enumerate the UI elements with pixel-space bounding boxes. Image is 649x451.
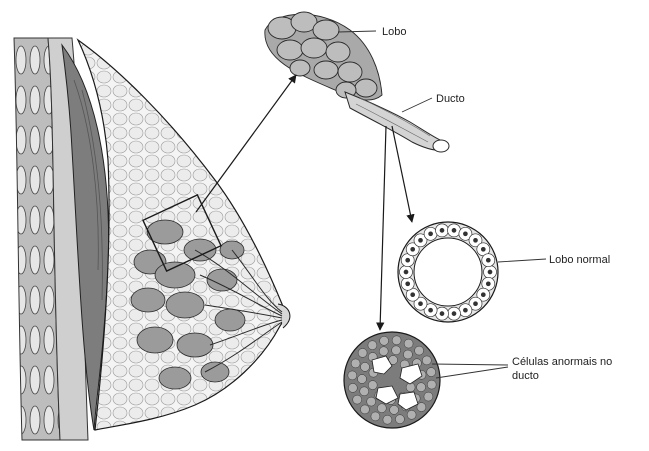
cell-nucleus	[486, 258, 490, 262]
abnormal-cell	[379, 347, 388, 356]
label-abnormal-cells-line2: ducto	[512, 369, 612, 383]
abnormal-cell	[351, 359, 360, 368]
abnormal-cell	[395, 415, 404, 424]
leader-ducto	[402, 98, 432, 112]
abnormal-cell	[368, 341, 377, 350]
abnormal-cell	[348, 383, 357, 392]
abnormal-cell	[415, 346, 424, 355]
abnormal-cell	[377, 404, 386, 413]
cell-nucleus	[404, 270, 408, 274]
abnormal-cell	[422, 356, 431, 365]
leader-abnormal-1	[432, 364, 508, 365]
abnormal-cell	[353, 395, 362, 404]
abnormal-cell	[371, 412, 380, 421]
label-normal-lobe: Lobo normal	[549, 253, 610, 267]
abnormal-cell	[360, 387, 369, 396]
label-duct: Ducto	[436, 92, 465, 106]
cell-nucleus	[406, 282, 410, 286]
enlarged-lobe	[265, 12, 382, 100]
abnormal-cell	[392, 336, 401, 345]
enlarged-duct	[345, 92, 449, 152]
cell-nucleus	[481, 247, 485, 251]
abnormal-cell	[392, 346, 401, 355]
abnormal-cell	[427, 368, 436, 377]
cell-nucleus	[474, 238, 478, 242]
abnormal-cell	[380, 336, 389, 345]
label-lobe: Lobo	[382, 25, 406, 39]
cell-nucleus	[429, 232, 433, 236]
cell-nucleus	[406, 258, 410, 262]
abnormal-cell	[390, 405, 399, 414]
cell-nucleus	[452, 228, 456, 232]
cell-nucleus	[463, 308, 467, 312]
abnormal-cell	[358, 375, 367, 384]
abnormal-cell	[358, 348, 367, 357]
cell-nucleus	[488, 270, 492, 274]
cell-nucleus	[419, 238, 423, 242]
cell-nucleus	[463, 232, 467, 236]
abnormal-cell	[406, 383, 415, 392]
abnormal-cell	[407, 410, 416, 419]
leader-abnormal-2	[436, 367, 508, 378]
leader-lobo-normal	[498, 259, 546, 262]
cell-nucleus	[474, 302, 478, 306]
abnormal-cell	[361, 362, 370, 371]
cell-nucleus	[440, 312, 444, 316]
abnormal-cell	[367, 397, 376, 406]
cell-nucleus	[411, 293, 415, 297]
chest-wall	[14, 38, 109, 440]
abnormal-cell	[424, 392, 433, 401]
abnormal-cell	[427, 380, 436, 389]
abnormal-cell	[383, 415, 392, 424]
abnormal-cell	[368, 381, 377, 390]
cell-nucleus	[486, 282, 490, 286]
label-abnormal-cells: Células anormais no ducto	[512, 355, 612, 383]
abnormal-cell	[360, 405, 369, 414]
cell-nucleus	[452, 312, 456, 316]
abnormal-duct-cross-section	[344, 332, 440, 428]
cell-nucleus	[440, 228, 444, 232]
abnormal-cell	[404, 339, 413, 348]
arrow-to-enlarged-lobe	[196, 75, 296, 212]
cell-nucleus	[481, 293, 485, 297]
abnormal-cell	[403, 350, 412, 359]
label-abnormal-cells-line1: Células anormais no	[512, 355, 612, 369]
abnormal-cell	[348, 371, 357, 380]
normal-lobe-cross-section	[398, 222, 498, 322]
cell-nucleus	[429, 308, 433, 312]
cell-nucleus	[411, 247, 415, 251]
cell-nucleus	[419, 302, 423, 306]
abnormal-cell	[417, 383, 426, 392]
arrow-to-abnormal-duct	[380, 126, 386, 330]
